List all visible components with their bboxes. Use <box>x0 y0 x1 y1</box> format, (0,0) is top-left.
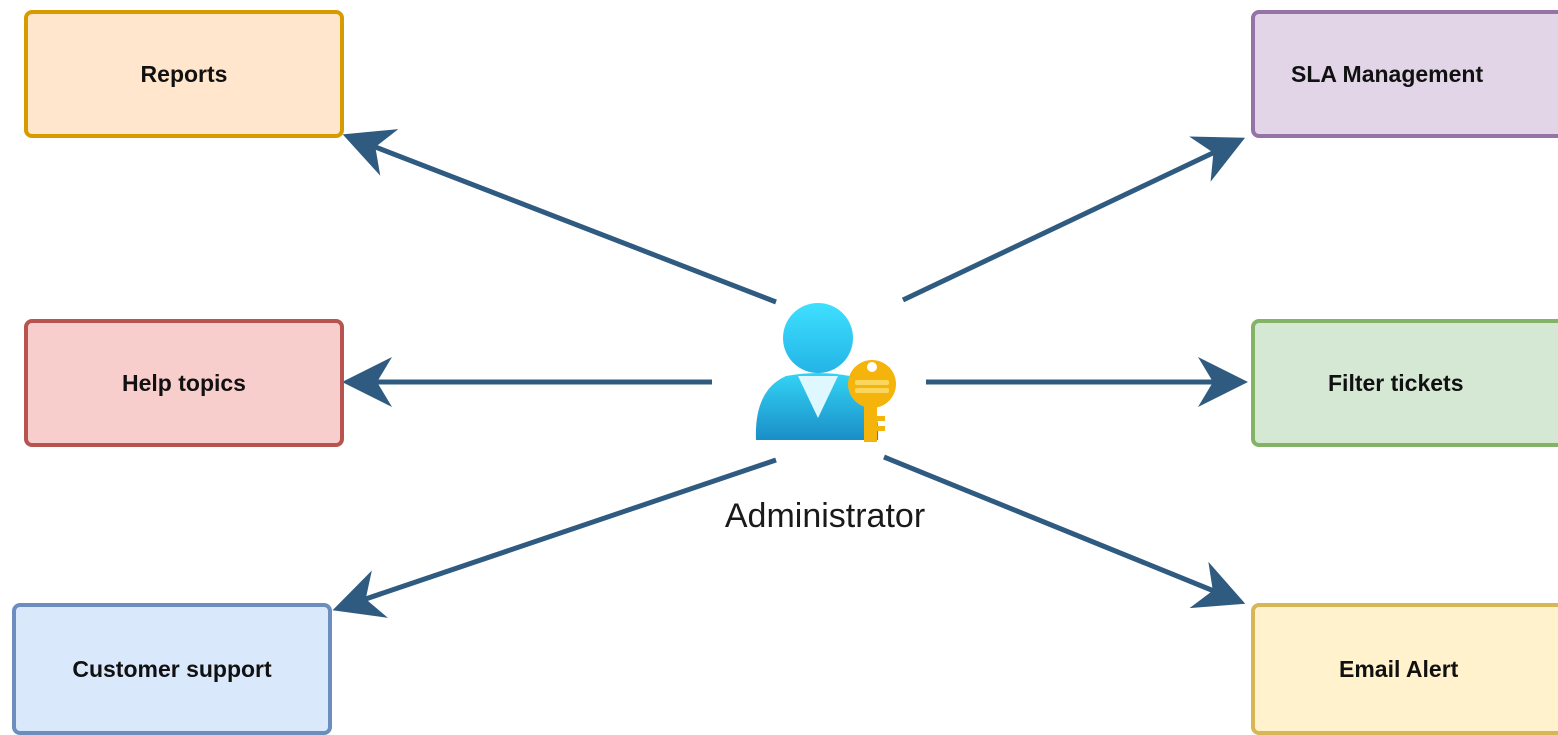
node-filter-tickets[interactable]: Filter tickets <box>1251 319 1558 447</box>
edge-actor-to-email-alert[interactable] <box>883 454 1246 609</box>
key-icon <box>848 360 896 442</box>
actor-label: Administrator <box>724 497 926 535</box>
edge-actor-to-customer-support[interactable] <box>332 457 777 618</box>
node-label: Email Alert <box>1339 655 1459 682</box>
node-label: Reports <box>140 60 228 87</box>
node-sla-management[interactable]: SLA Management <box>1251 10 1558 138</box>
node-reports[interactable]: Reports <box>24 10 344 138</box>
node-label: Customer support <box>72 655 272 682</box>
node-label: Help topics <box>122 369 246 396</box>
node-label: SLA Management <box>1291 60 1484 87</box>
edge-actor-to-sla-management[interactable] <box>901 136 1246 303</box>
node-customer-support[interactable]: Customer support <box>12 603 332 735</box>
admin-user-key-icon[interactable] <box>740 300 900 450</box>
node-label: Filter tickets <box>1328 369 1464 396</box>
node-help-topics[interactable]: Help topics <box>24 319 344 447</box>
node-email-alert[interactable]: Email Alert <box>1251 603 1558 735</box>
edge-actor-to-reports[interactable] <box>342 129 777 305</box>
